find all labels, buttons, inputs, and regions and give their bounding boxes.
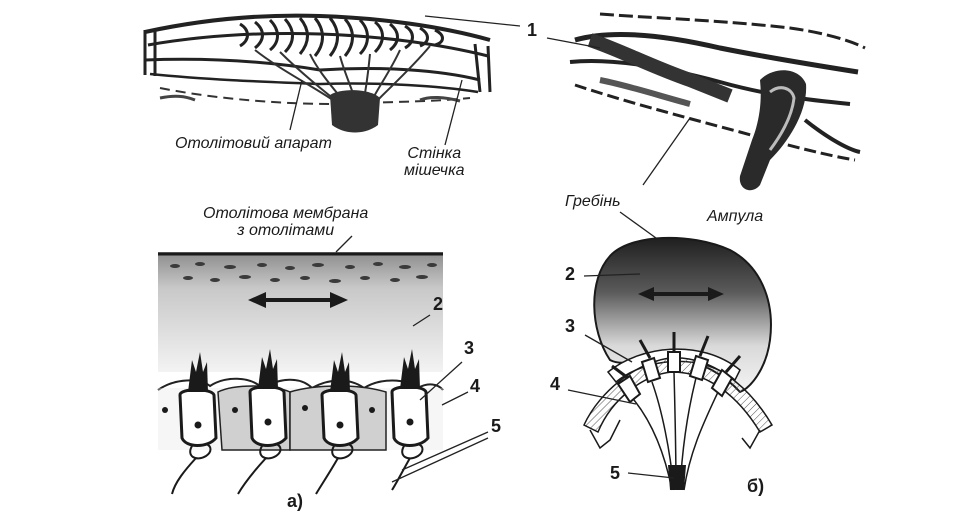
hair-cell: [320, 388, 360, 447]
bidirectional-arrow-icon: [248, 292, 348, 308]
macula-drawing: [157, 235, 489, 495]
saccule-otolith-apparatus: [143, 13, 492, 146]
hair-cell: [178, 388, 218, 447]
label-sac-wall: Стінка мішечка: [404, 145, 465, 179]
bidirectional-arrow-icon: [638, 287, 724, 301]
crista-drawing: [567, 211, 774, 491]
label-4a: 4: [470, 376, 481, 396]
label-2a: 2: [433, 294, 444, 314]
label-panel-b: б): [747, 476, 765, 496]
hair-cell: [390, 385, 430, 447]
label-3b: 3: [565, 316, 576, 336]
label-3a: 3: [464, 338, 475, 358]
hair-cell: [248, 385, 288, 447]
label-crest: Гребінь: [565, 193, 621, 210]
label-1: 1: [527, 20, 538, 40]
label-5a: 5: [491, 416, 502, 436]
label-otolith-membrane: Отолітова мембрана з отолітами: [203, 205, 369, 239]
label-2b: 2: [565, 264, 576, 284]
label-otolith-apparatus: Отолітовий апарат: [175, 135, 332, 152]
label-4b: 4: [550, 374, 561, 394]
label-panel-a: а): [287, 491, 304, 511]
label-ampulla: Ампула: [707, 208, 764, 225]
label-5b: 5: [610, 463, 621, 483]
ampulla-drawing: [424, 12, 866, 191]
